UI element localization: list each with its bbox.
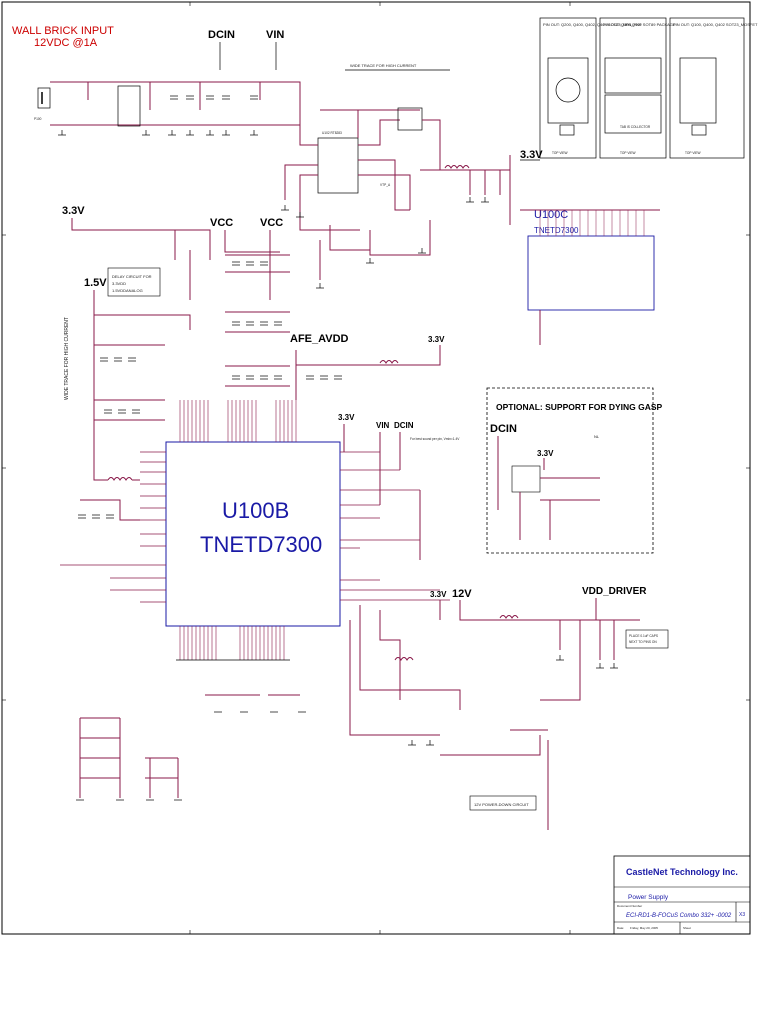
- buck-regulator-ic: [317, 137, 359, 194]
- vcc-decoupling-caps-2: [232, 321, 282, 380]
- title-block: CastleNet Technology Inc. Power Supply D…: [613, 855, 751, 935]
- wide-trace-top-label: WIDE TRACE FOR HIGH CURRENT: [350, 63, 417, 68]
- title-block-date: Friday, May 20, 2005: [630, 926, 658, 930]
- place-caps-note-box: [625, 629, 669, 649]
- pinout-box-2-tab: TAB IS COLLECTOR: [620, 125, 651, 129]
- net-label-3v3-optional: 3.3V: [537, 449, 554, 458]
- ground-symbols-regulator: [281, 197, 489, 289]
- title-block-doc-number: ECI-RD1-B-FOCuS Combo 332+ -0002: [626, 913, 732, 919]
- boost-ground-symbols: [408, 655, 618, 746]
- connector-ref: P100: [34, 117, 42, 121]
- net-label-afe-avdd: AFE_AVDD: [290, 333, 349, 345]
- wall-brick-spec: 12VDC @1A: [34, 37, 98, 49]
- pinout-box-sot23-npn: PIN OUT: Q200, Q400, Q402, Q404 SOT23_NP…: [539, 17, 642, 159]
- buck-regulator-ref: U102 RT8283: [322, 131, 342, 135]
- vcc-decoupling-caps-1: [232, 261, 268, 266]
- wall-brick-label: WALL BRICK INPUT: [12, 25, 114, 37]
- u100b-left-pins: [60, 451, 166, 603]
- pinout-box-3-title: PIN OUT: Q100, Q400, Q402 SOT23_MOSFET: [673, 22, 758, 27]
- mosfet-q301: [397, 107, 423, 131]
- net-label-vcc-1: VCC: [210, 217, 233, 229]
- pinout-box-2-view: TOP VIEW: [620, 151, 635, 155]
- delay-note-line-3: 1.5VDDANALOG: [112, 288, 143, 293]
- optional-nl-label: NL: [594, 434, 600, 439]
- net-label-vin-top: VIN: [266, 29, 284, 41]
- title-block-title: Power Supply: [628, 894, 669, 901]
- net-label-3v3-boost: 3.3V: [430, 590, 447, 599]
- net-label-dcin-top: DCIN: [208, 29, 235, 41]
- net-label-vcc-2: VCC: [260, 217, 283, 229]
- input-capacitors: [170, 95, 258, 100]
- u100b-right-pins: [340, 451, 450, 601]
- pinout-box-3-view: TOP VIEW: [685, 151, 700, 155]
- u100b-ref: U100B: [222, 498, 289, 523]
- net-label-vin-mid: VIN: [376, 421, 390, 430]
- 1v5-decoupling-caps: [100, 357, 140, 414]
- net-label-3v3-left: 3.3V: [62, 205, 85, 217]
- buck-output-caps: [78, 514, 114, 519]
- input-filter: [117, 85, 141, 127]
- net-label-dcin-mid: DCIN: [394, 421, 414, 430]
- u100b-part: TNETD7300: [200, 532, 322, 557]
- pinout-box-1-title: PIN OUT: Q200, Q400, Q402, Q404 SOT23_NP…: [543, 22, 642, 27]
- vtp-net: VTP_A: [380, 183, 391, 187]
- u100c-ic-body: [527, 235, 655, 311]
- u100b-top-pins: [179, 400, 297, 442]
- net-label-vdd-driver: VDD_DRIVER: [582, 586, 647, 597]
- delay-note-box: [107, 267, 161, 297]
- power-down-note-box: [469, 795, 537, 811]
- delay-note-line-1: DELAY CIRCUIT FOR: [112, 274, 152, 279]
- title-block-rev: X3: [739, 912, 745, 918]
- power-down-label: 12V POWER-DOWN CIRCUIT: [474, 802, 529, 807]
- net-label-3v3-afe: 3.3V: [428, 335, 445, 344]
- comparator-ic: [511, 465, 541, 493]
- optional-dying-gasp-title: OPTIONAL: SUPPORT FOR DYING GASP: [496, 402, 663, 412]
- optional-dying-gasp-box: [486, 387, 654, 554]
- bottom-left-decoupling: [76, 717, 182, 801]
- net-label-3v3-mid: 3.3V: [338, 413, 355, 422]
- pinout-box-sot23-mosfet: PIN OUT: Q100, Q400, Q402 SOT23_MOSFET T…: [669, 17, 758, 159]
- place-caps-note-2: NEXT TO PINS ON: [629, 640, 657, 644]
- sheet-frame: [1, 1, 751, 935]
- u100c-ref: U100C: [534, 209, 568, 221]
- afe-caps: [306, 375, 342, 380]
- resistors-bottom-center: [205, 694, 306, 713]
- title-block-doc-label: Document Number: [617, 904, 642, 908]
- title-block-date-label: Date:: [617, 926, 624, 930]
- u100b-bottom-pins: [179, 626, 285, 660]
- ground-symbols-top: [58, 130, 258, 136]
- wide-trace-left-label: WIDE TRACE FOR HIGH CURRENT: [64, 317, 70, 400]
- delay-note-line-2: 3.3VDD: [112, 281, 126, 286]
- net-label-1v5: 1.5V: [84, 277, 107, 289]
- pinout-box-sot89: PIN OUT: Q300,Q401 SOT89 PACKAGE TAB IS …: [599, 17, 676, 159]
- title-block-company: CastleNet Technology Inc.: [626, 867, 738, 877]
- pinout-box-2-title: PIN OUT: Q300,Q401 SOT89 PACKAGE: [603, 22, 676, 27]
- pinout-box-1-view: TOP VIEW: [552, 151, 567, 155]
- net-label-dcin-optional: DCIN: [490, 423, 517, 435]
- title-block-sheet-label: Sheet: [683, 926, 691, 930]
- net-label-3v3-top-right: 3.3V: [520, 149, 543, 161]
- place-caps-note-1: PLACE 0.1uF CAPS: [629, 634, 658, 638]
- u100c-pins: [539, 210, 645, 236]
- net-label-12v: 12V: [452, 588, 472, 600]
- border-ticks: [2, 2, 750, 934]
- input-connector: P100: [34, 87, 51, 121]
- afe-note: For best sound per pin, Vmin=1.4V: [410, 437, 460, 441]
- u100c-part: TNETD7300: [534, 226, 579, 235]
